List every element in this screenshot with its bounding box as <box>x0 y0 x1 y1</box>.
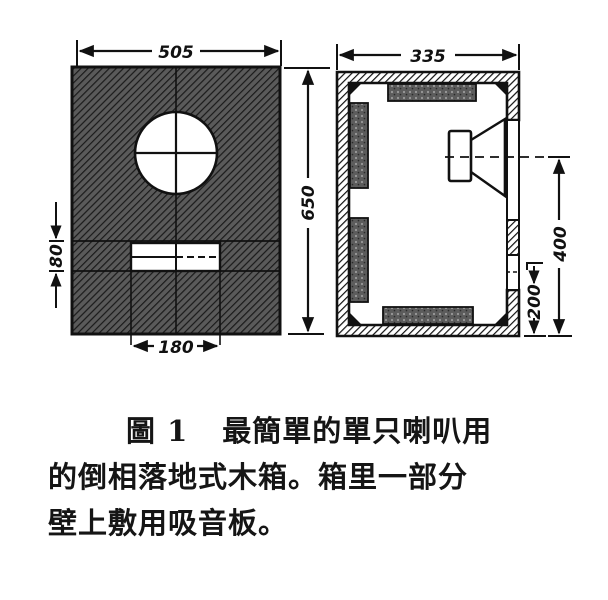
absorber-bottom <box>382 306 474 325</box>
dim-port-height-200: 200 <box>524 262 546 337</box>
side-section: 335 <box>335 44 572 338</box>
dim-label-335: 335 <box>410 47 446 67</box>
bass-reflex-port <box>129 241 222 273</box>
absorber-left-lower <box>349 217 369 303</box>
caption-line-1: 圖 1 最簡單的單只喇叭用 <box>48 408 588 454</box>
caption-line-2: 的倒相落地式木箱。箱里一部分 <box>48 460 469 494</box>
dim-label-505: 505 <box>158 43 194 63</box>
absorber-left-upper <box>349 102 369 189</box>
dim-width-505: 505 <box>76 40 282 66</box>
speaker-cutout <box>133 110 219 196</box>
front-view: 505 80 <box>47 40 330 358</box>
caption-text-1: 最簡單的單只喇叭用 <box>222 414 493 448</box>
dim-label-200: 200 <box>525 284 545 320</box>
dim-port-width-180: 180 <box>132 338 219 358</box>
speaker-driver <box>445 116 560 199</box>
absorber-top <box>387 83 477 102</box>
dim-port-height-80: 80 <box>47 202 67 308</box>
figure-caption: 圖 1 最簡單的單只喇叭用 的倒相落地式木箱。箱里一部分 壁上敷用吸音板。 <box>48 408 588 546</box>
caption-line-3: 壁上敷用吸音板。 <box>48 506 289 540</box>
cabinet-walls <box>335 70 521 338</box>
loudspeaker-cabinet-diagram: 505 80 <box>47 40 572 358</box>
dim-label-180: 180 <box>158 338 194 358</box>
dim-height-650: 650 <box>284 67 330 335</box>
dim-label-650: 650 <box>299 185 319 221</box>
dim-depth-335: 335 <box>336 44 520 70</box>
absorber-panels <box>349 83 477 325</box>
dim-label-80: 80 <box>47 244 67 268</box>
figure-label: 圖 1 <box>126 414 189 448</box>
dim-axis-height-400: 400 <box>548 156 572 337</box>
dim-label-400: 400 <box>551 226 571 263</box>
